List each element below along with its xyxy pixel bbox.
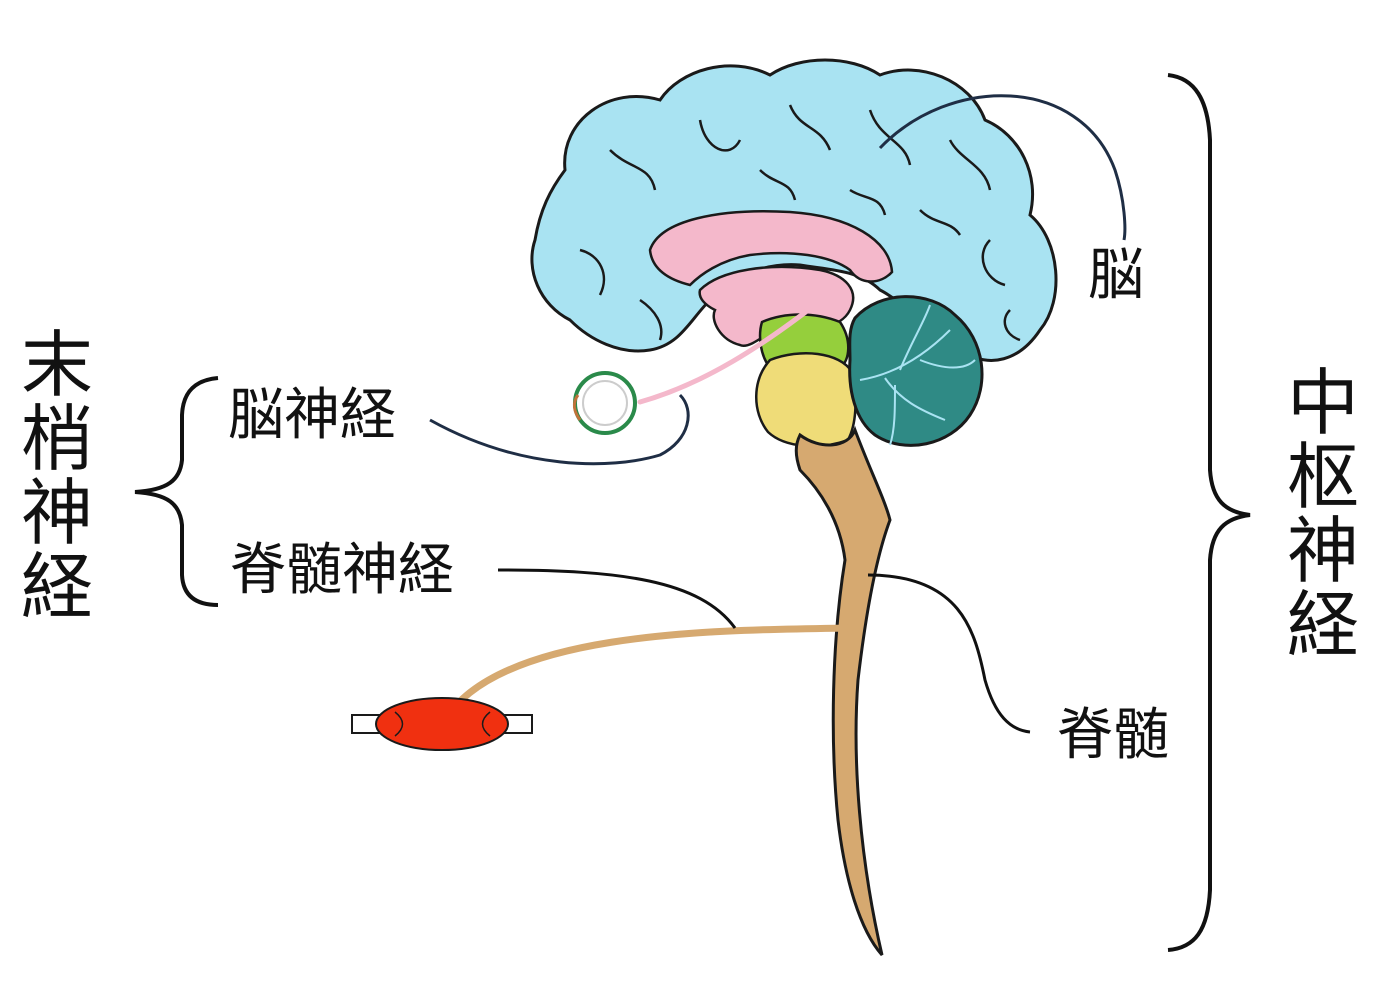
brain-label: 脳 [1088, 243, 1144, 308]
spinal-nerve-label: 脊髄神経 [230, 538, 454, 603]
corpus-callosum [648, 210, 894, 287]
peripheral-bracket [134, 376, 219, 607]
cranial-nerve-label: 脳神経 [228, 383, 396, 448]
muscle-icon [351, 697, 533, 751]
spinal-cord-label: 脊髄 [1057, 703, 1169, 768]
cranial-nerve-fiber [637, 282, 843, 405]
cerebrum-folds [579, 104, 1021, 342]
spinal-nerve-fiber [441, 624, 854, 724]
leader-cranial-nerve [429, 393, 690, 466]
central-nerve-label: 中枢神経 [1286, 361, 1359, 667]
leader-spinal-cord [867, 573, 1031, 734]
central-bracket [1167, 73, 1251, 952]
peripheral-nerve-label: 末梢神経 [20, 323, 93, 629]
eye-icon [572, 371, 637, 435]
pons [755, 352, 857, 448]
leader-brain [878, 94, 1127, 241]
spinal-cord [794, 425, 892, 956]
cerebellum-branches [859, 304, 976, 446]
leader-spinal-nerve [497, 568, 737, 629]
cerebrum [530, 58, 1058, 362]
cerebellum [848, 295, 984, 447]
